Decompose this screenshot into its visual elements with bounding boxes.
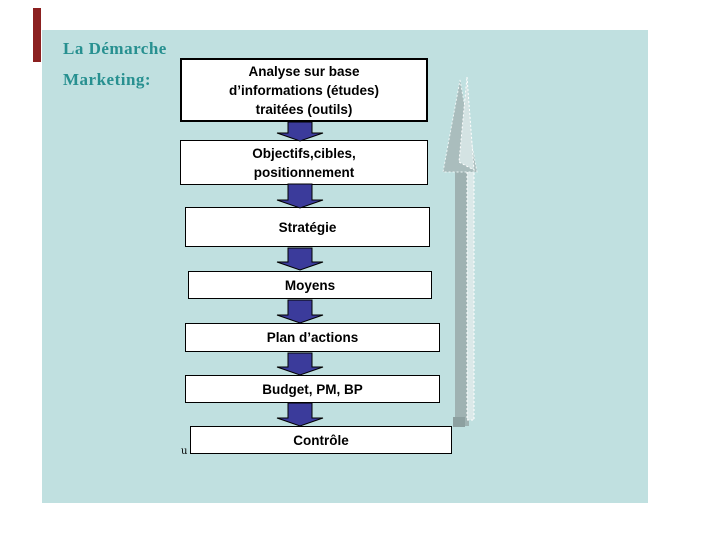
flow-step-strategie: Stratégie — [185, 207, 430, 247]
text-anchor-glyph: u — [181, 446, 188, 457]
flow-step-objectifs: Objectifs,cibles, positionnement — [180, 140, 428, 185]
slide-title: La Démarche Marketing: — [63, 39, 167, 89]
flow-step-budget: Budget, PM, BP — [185, 375, 440, 403]
flow-step-analyse: Analyse sur base d’informations (études)… — [180, 58, 428, 122]
flow-step-moyens: Moyens — [188, 271, 432, 299]
flow-step-controle: Contrôle — [190, 426, 452, 454]
slide-accent-bar — [33, 8, 41, 62]
flow-step-plan-dactions: Plan d’actions — [185, 323, 440, 352]
